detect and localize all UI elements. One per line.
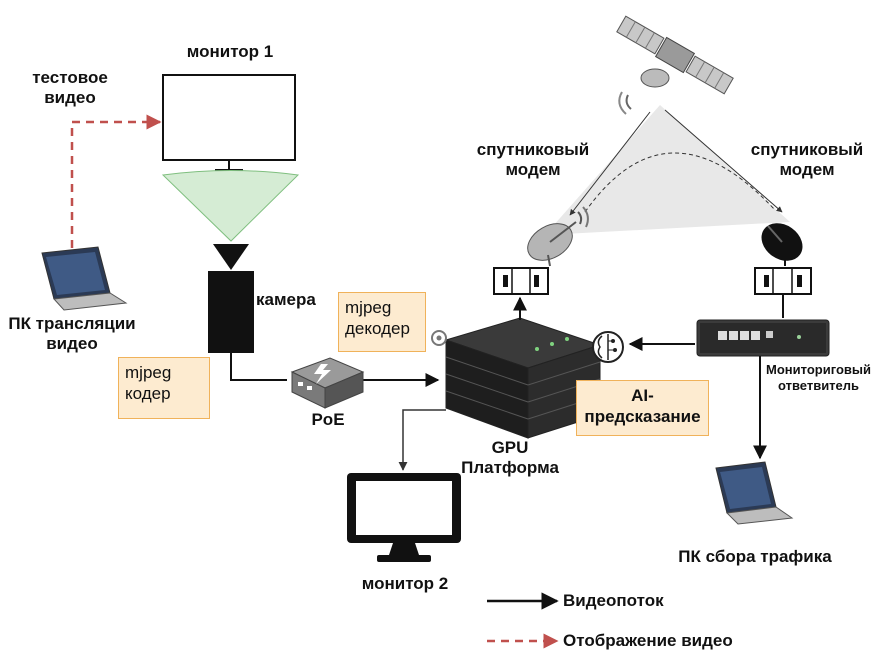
sat-modem-left-label: спутниковый модем (476, 140, 590, 180)
test-video-arrow (70, 114, 162, 248)
legend-video-stream-label: Видеопоток (563, 591, 664, 610)
monitor-1-label: монитор 1 (186, 42, 274, 61)
poe-switch-icon (290, 357, 365, 409)
ai-brain-icon (592, 331, 624, 363)
camera-icon (208, 271, 254, 353)
traffic-pc-label: ПК сбора трафика (678, 547, 832, 566)
camera-lens-icon (213, 244, 249, 270)
satellite-link-left (569, 111, 651, 216)
satellite-link-right (664, 109, 783, 213)
modem-left-icon (493, 267, 549, 295)
monitor-2-icon (347, 473, 461, 562)
poe-label: PoE (311, 410, 345, 429)
satellite-icon (616, 15, 734, 115)
satellite-link-area (545, 105, 790, 235)
camera-label: камера (256, 290, 316, 309)
traffic-laptop-icon (715, 461, 794, 525)
monitoring-tap-label: Мониториговый ответвитель (766, 362, 871, 393)
gpu-platform-label: GPU Платформа (461, 438, 559, 478)
network-tap-icon (696, 319, 830, 357)
gpu-to-monitor2-arrow (398, 409, 446, 471)
camera-view-cone (161, 170, 300, 242)
monitor-2-label: монитор 2 (361, 574, 449, 593)
ai-prediction-box: AI- предсказание (576, 380, 709, 436)
legend-video-display-label: Отображение видео (563, 631, 733, 650)
encoder-box: mjpeg кодер (118, 357, 210, 419)
satellite-dish-right-icon (761, 223, 803, 266)
broadcast-laptop-icon (41, 246, 128, 311)
gear-icon (431, 330, 447, 346)
broadcast-pc-label: ПК трансляции видео (8, 314, 136, 354)
modem-right-icon (754, 267, 812, 295)
decoder-box: mjpeg декодер (338, 292, 426, 352)
monitor-1-icon (162, 74, 296, 171)
test-video-label: тестовое видео (32, 68, 108, 108)
sat-modem-right-label: спутниковый модем (750, 140, 864, 180)
satellite-dish-left-icon (527, 206, 589, 267)
camera-to-poe-line (230, 353, 287, 381)
